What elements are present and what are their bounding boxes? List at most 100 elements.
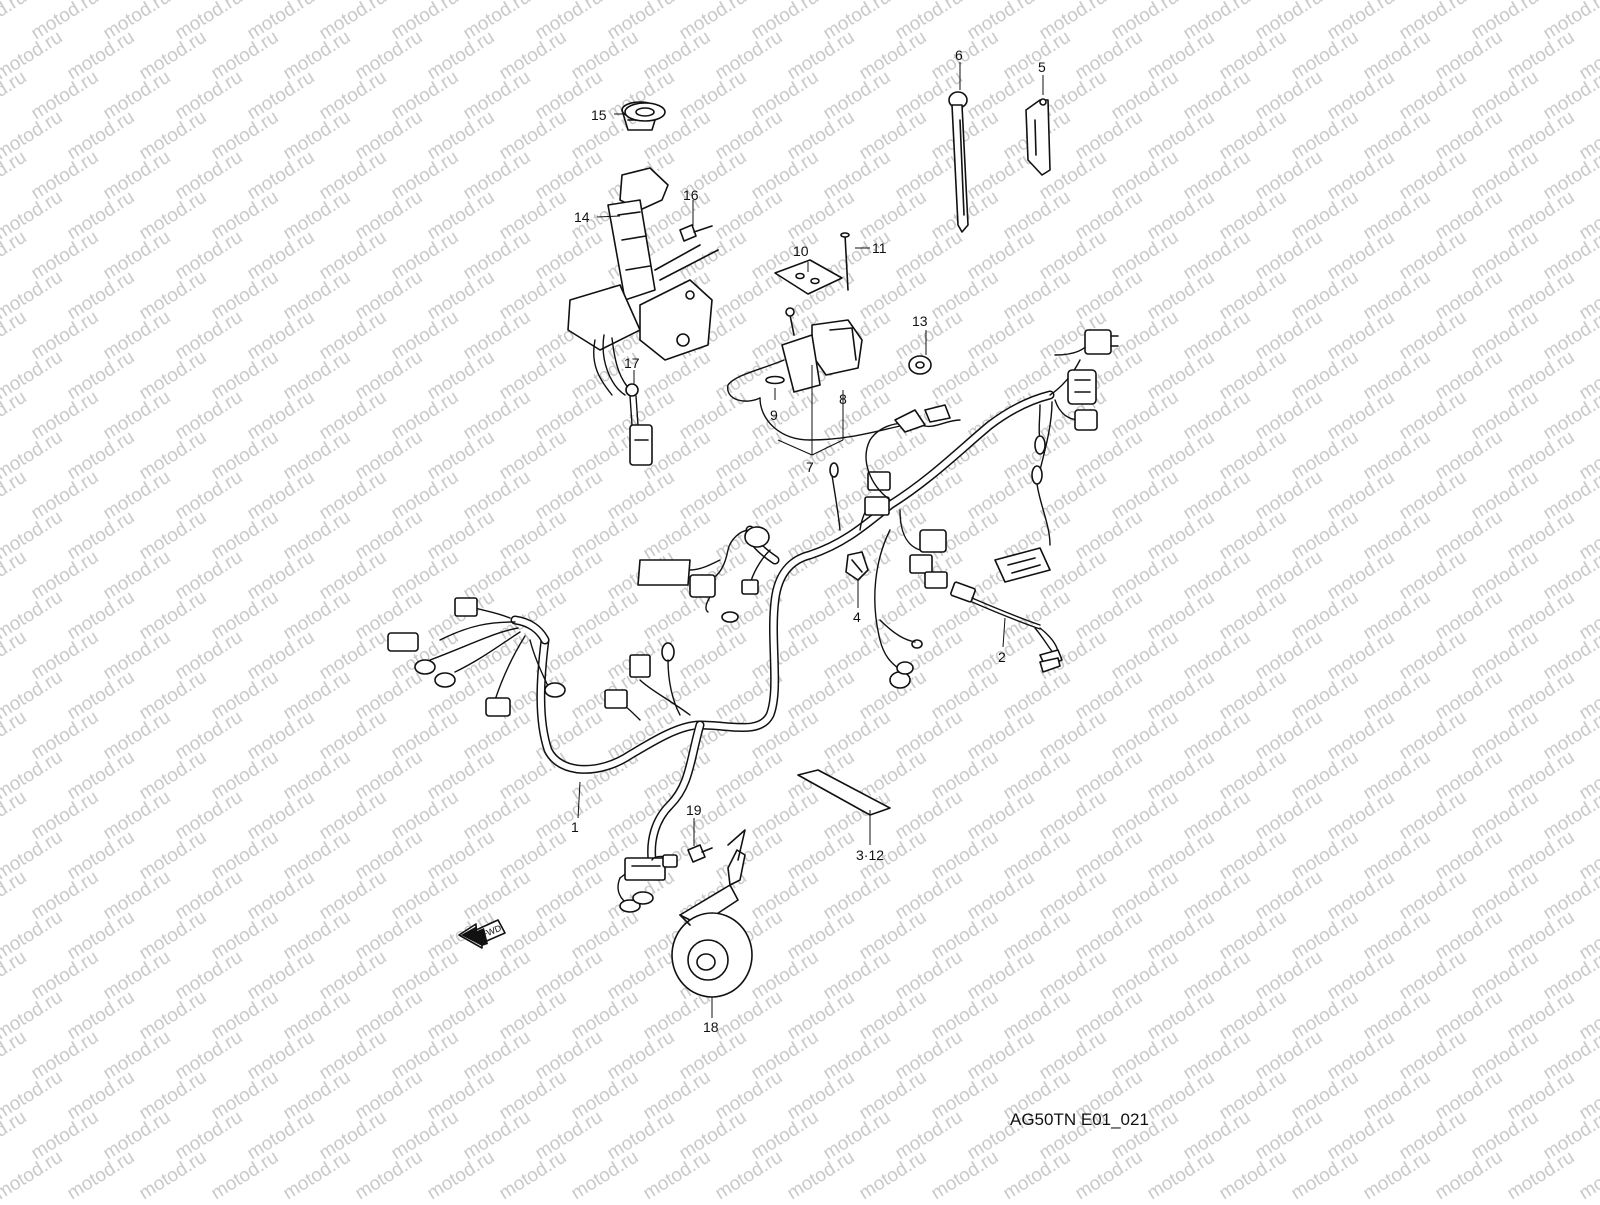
- ignition-switch-part[interactable]: [567, 101, 719, 466]
- watermark-text: motod.ru: [964, 1027, 1039, 1085]
- watermark-text: motod.ru: [1396, 707, 1471, 765]
- watermark-text: motod.ru: [280, 27, 355, 85]
- watermark-text: motod.ru: [928, 267, 1003, 325]
- watermark-text: motod.ru: [1216, 747, 1291, 805]
- watermark-text: motod.ru: [1288, 347, 1363, 405]
- grommet-part[interactable]: [908, 355, 932, 375]
- watermark-text: motod.ru: [460, 547, 535, 605]
- sub-harness-part[interactable]: [950, 581, 1063, 673]
- watermark-text: motod.ru: [1324, 307, 1399, 365]
- watermark-text: motod.ru: [496, 747, 571, 805]
- watermark-text: motod.ru: [1432, 1067, 1507, 1125]
- watermark-text: motod.ru: [1216, 427, 1291, 485]
- watermark-text: motod.ru: [352, 187, 427, 245]
- callout-19: 19: [686, 802, 702, 818]
- watermark-text: motod.ru: [1144, 427, 1219, 485]
- watermark-text: motod.ru: [1252, 1107, 1327, 1165]
- watermark-text: motod.ru: [316, 547, 391, 605]
- watermark-text: motod.ru: [568, 907, 643, 965]
- watermark-text: motod.ru: [892, 787, 967, 845]
- watermark-text: motod.ru: [388, 467, 463, 525]
- watermark-text: motod.ru: [1000, 27, 1075, 85]
- watermark-text: motod.ru: [460, 227, 535, 285]
- watermark-text: motod.ru: [1432, 347, 1507, 405]
- watermark-text: motod.ru: [1468, 627, 1543, 685]
- starter-relay-part[interactable]: [727, 232, 906, 441]
- watermark-text: motod.ru: [136, 107, 211, 165]
- watermark-text: motod.ru: [1468, 67, 1543, 125]
- watermark-text: motod.ru: [28, 467, 103, 525]
- watermark-text: motod.ru: [460, 627, 535, 685]
- watermark-text: motod.ru: [388, 227, 463, 285]
- watermark-text: motod.ru: [1180, 867, 1255, 925]
- watermark-text: motod.ru: [172, 1107, 247, 1165]
- bolt-part[interactable]: [687, 844, 713, 863]
- watermark-text: motod.ru: [424, 1147, 499, 1200]
- watermark-text: motod.ru: [676, 467, 751, 525]
- watermark-text: motod.ru: [136, 1067, 211, 1125]
- watermark-text: motod.ru: [28, 1107, 103, 1165]
- watermark-text: motod.ru: [892, 947, 967, 1005]
- watermark-text: motod.ru: [784, 827, 859, 885]
- watermark-text: motod.ru: [0, 0, 30, 44]
- watermark-text: motod.ru: [1072, 27, 1147, 85]
- harness-clamp-part[interactable]: [845, 551, 869, 581]
- watermark-text: motod.ru: [100, 627, 175, 685]
- watermark-text: motod.ru: [460, 307, 535, 365]
- watermark-text: motod.ru: [1144, 27, 1219, 85]
- watermark-text: motod.ru: [172, 1027, 247, 1085]
- watermark-text: motod.ru: [1432, 667, 1507, 725]
- watermark-text: motod.ru: [1432, 267, 1507, 325]
- watermark-text: motod.ru: [1144, 987, 1219, 1045]
- watermark-text: motod.ru: [748, 787, 823, 845]
- watermark-text: motod.ru: [1396, 1107, 1471, 1165]
- watermark-text: motod.ru: [424, 987, 499, 1045]
- watermark-text: motod.ru: [1072, 187, 1147, 245]
- watermark-text: motod.ru: [0, 227, 30, 285]
- watermark-text: motod.ru: [172, 707, 247, 765]
- horn-part[interactable]: [671, 829, 753, 998]
- watermark-text: motod.ru: [640, 507, 715, 565]
- watermark-text: motod.ru: [208, 507, 283, 565]
- watermark-text: motod.ru: [964, 307, 1039, 365]
- watermark-text: motod.ru: [856, 1147, 931, 1200]
- tie-strap-part[interactable]: [948, 91, 969, 233]
- label-part[interactable]: [797, 769, 891, 816]
- watermark-text: motod.ru: [532, 547, 607, 605]
- watermark-text: motod.ru: [208, 587, 283, 645]
- harness-end-connector[interactable]: [617, 854, 678, 913]
- watermark-text: motod.ru: [388, 787, 463, 845]
- watermark-text: motod.ru: [1288, 427, 1363, 485]
- watermark-text: motod.ru: [424, 427, 499, 485]
- watermark-text: motod.ru: [28, 627, 103, 685]
- watermark-text: motod.ru: [964, 227, 1039, 285]
- watermark-text: motod.ru: [496, 1067, 571, 1125]
- watermark-text: motod.ru: [0, 627, 30, 685]
- watermark-text: motod.ru: [172, 947, 247, 1005]
- watermark-text: motod.ru: [1468, 227, 1543, 285]
- watermark-text: motod.ru: [1396, 627, 1471, 685]
- watermark-text: motod.ru: [352, 427, 427, 485]
- main-wiring-harness[interactable]: [387, 329, 1119, 865]
- watermark-text: motod.ru: [712, 187, 787, 245]
- watermark-text: motod.ru: [172, 387, 247, 445]
- watermark-text: motod.ru: [1036, 227, 1111, 285]
- watermark-text: motod.ru: [460, 147, 535, 205]
- watermark-text: motod.ru: [928, 1147, 1003, 1200]
- watermark-text: motod.ru: [1324, 547, 1399, 605]
- watermark-text: motod.ru: [352, 827, 427, 885]
- watermark-text: motod.ru: [1000, 827, 1075, 885]
- watermark-text: motod.ru: [1252, 707, 1327, 765]
- watermark-text: motod.ru: [316, 67, 391, 125]
- watermark-text: motod.ru: [532, 387, 607, 445]
- clamp-bracket-part[interactable]: [1025, 98, 1051, 176]
- watermark-text: motod.ru: [1324, 67, 1399, 125]
- watermark-text: motod.ru: [1072, 507, 1147, 565]
- watermark-text: motod.ru: [1180, 307, 1255, 365]
- callout-11: 11: [872, 240, 887, 256]
- watermark-text: motod.ru: [1324, 627, 1399, 685]
- watermark-text: motod.ru: [1324, 467, 1399, 525]
- watermark-text: motod.ru: [568, 987, 643, 1045]
- watermark-text: motod.ru: [1144, 1067, 1219, 1125]
- watermark-text: motod.ru: [316, 947, 391, 1005]
